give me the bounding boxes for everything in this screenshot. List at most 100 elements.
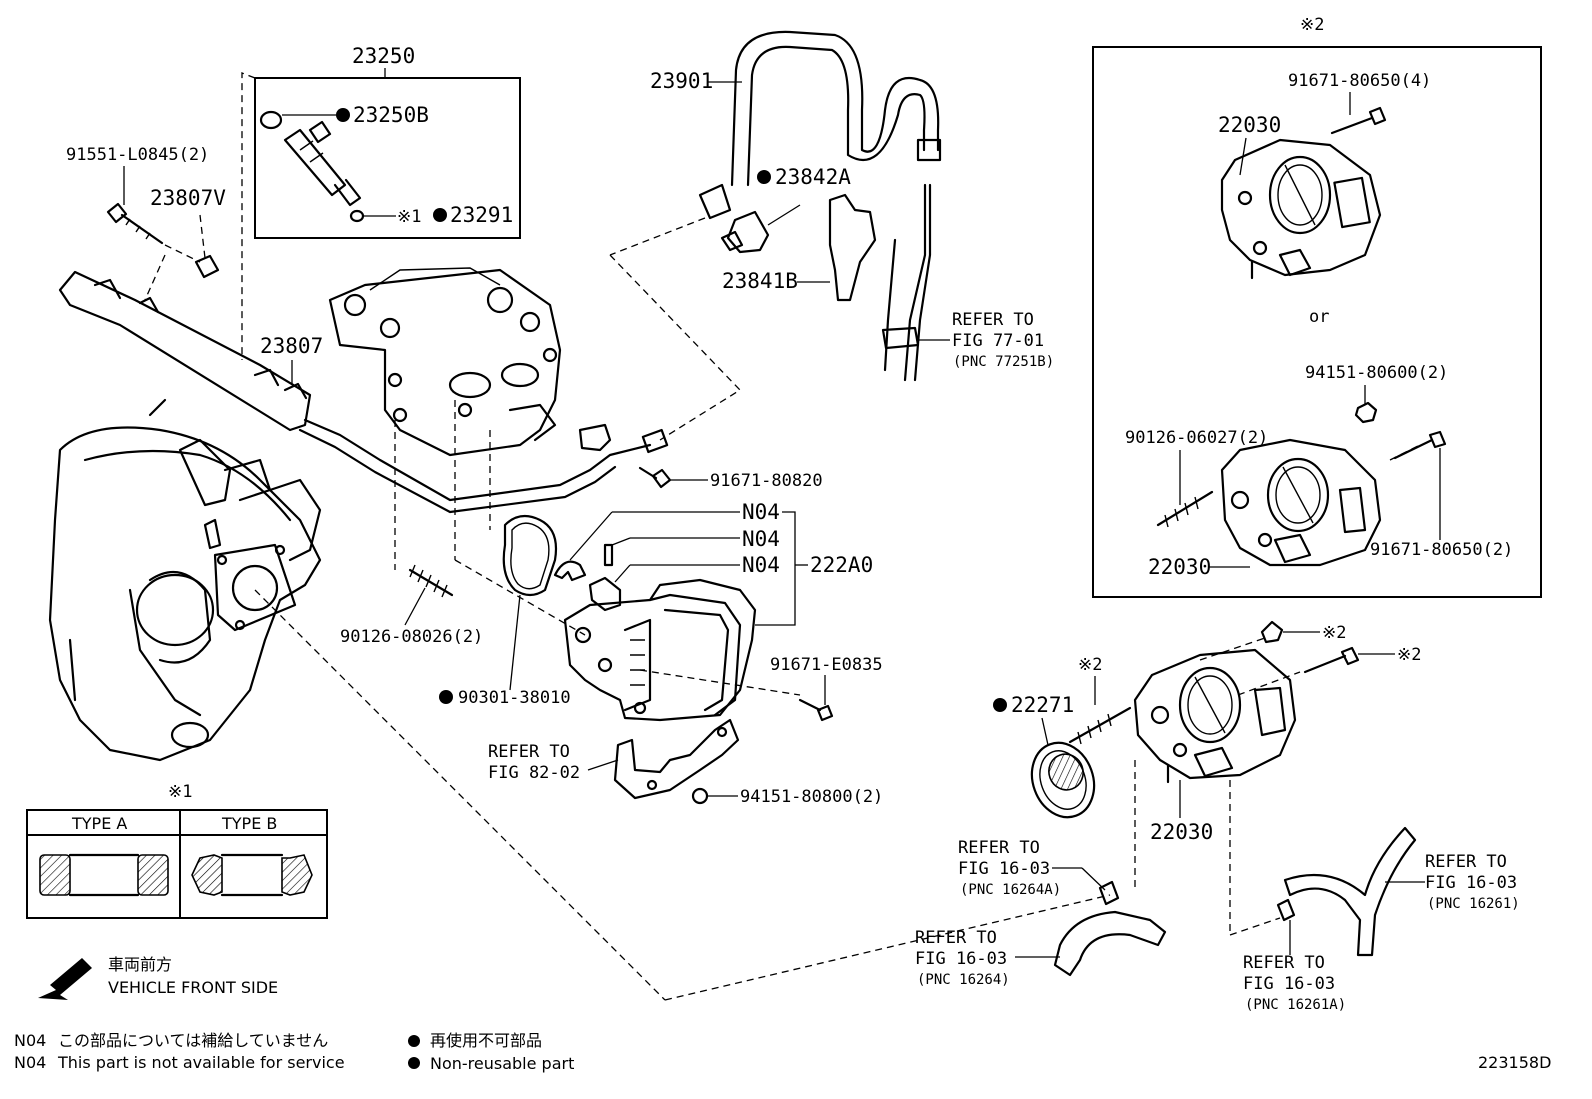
n04-code-en: N04 xyxy=(14,1053,46,1072)
refer-to-16261A-label: REFER TO xyxy=(1243,953,1325,973)
non-reusable-dot-icon xyxy=(757,170,771,184)
part-91671-E0835-label: 91671-E0835 xyxy=(770,655,883,675)
bolt-icon xyxy=(106,202,164,245)
fig-77-01-label: FIG 77-01 xyxy=(952,331,1044,351)
bolt-icon xyxy=(638,466,672,489)
seal-type-a-icon xyxy=(39,853,169,897)
main-throttle-body-group: ※2 ※2 ※2 22030 xyxy=(993,620,1421,936)
part-23807-label: 23807 xyxy=(260,334,323,358)
bracket-icon xyxy=(613,718,740,800)
fig-16-03-d-label: FIG 16-03 xyxy=(1243,974,1335,994)
throttle-body-main-icon xyxy=(1133,648,1297,784)
type-b-header: TYPE B xyxy=(221,814,277,833)
part-91671-80820-label: 91671-80820 xyxy=(710,471,823,491)
ref-mark-1-table: ※1 xyxy=(168,782,192,802)
non-reusable-dot-icon xyxy=(433,208,447,222)
non-reusable-dot-icon xyxy=(439,690,453,704)
refer-to-16264-label: REFER TO xyxy=(915,928,997,948)
fuel-hose-group: 23901 23842A 23841B REFER TO FIG 77-01 (… xyxy=(609,30,1054,441)
nut-icon xyxy=(1260,620,1284,644)
part-91671-80650-4-label: 91671-80650(4) xyxy=(1288,71,1431,91)
non-reusable-en-label: Non-reusable part xyxy=(430,1054,574,1073)
bolt-icon xyxy=(798,698,834,722)
hose-connector-icon xyxy=(916,138,942,162)
part-22030-main-label: 22030 xyxy=(1150,820,1213,844)
nut-icon xyxy=(691,787,709,805)
non-reusable-dot-icon xyxy=(993,698,1007,712)
figure-id-label: 223158D xyxy=(1478,1053,1551,1072)
n04-code-jp: N04 xyxy=(14,1031,46,1050)
part-90126-08026-label: 90126-08026(2) xyxy=(340,627,483,647)
vehicle-front-en-label: VEHICLE FRONT SIDE xyxy=(108,978,278,997)
fuel-delivery-pipe-icon xyxy=(58,270,669,514)
spacer-icon xyxy=(194,254,220,279)
part-23901-label: 23901 xyxy=(650,69,713,93)
part-23807V-label: 23807V xyxy=(150,186,226,210)
pnc-16264-label: (PNC 16264) xyxy=(917,972,1010,988)
refer-to-82-02-label: REFER TO xyxy=(488,742,570,762)
cylinder-head-icon xyxy=(328,267,612,457)
part-90301-label: 90301-38010 xyxy=(458,688,571,708)
fig-16-03-c-label: FIG 16-03 xyxy=(1425,873,1517,893)
type-a-header: TYPE A xyxy=(71,814,127,833)
throttle-variants-box-group: ※2 91671-80650(4) 22030 or 94151-80600(2… xyxy=(1092,15,1542,598)
water-hose-left-icon xyxy=(1053,880,1167,977)
n04-en-label: This part is not available for service xyxy=(57,1053,345,1072)
fig-16-03-a-label: FIG 16-03 xyxy=(958,859,1050,879)
intake-filter-gasket-icon xyxy=(1030,741,1096,819)
hose-damper-icon xyxy=(720,210,770,254)
pin-icon xyxy=(603,543,614,567)
part-22271-label: 22271 xyxy=(1011,693,1074,717)
stud-bolt-icon xyxy=(408,564,454,598)
injector-kit-box xyxy=(254,77,521,239)
pnc-16261-label: (PNC 16261) xyxy=(1427,896,1520,912)
part-23250-label: 23250 xyxy=(352,44,415,68)
clip-icon xyxy=(553,560,587,582)
non-reusable-dot-icon xyxy=(408,1035,420,1047)
seal-ring-icon xyxy=(349,209,365,223)
gasket-icon xyxy=(502,514,558,597)
part-90126-06027-label: 90126-06027(2) xyxy=(1125,428,1268,448)
part-23291-label: 23291 xyxy=(450,203,513,227)
vehicle-front-jp-label: 車両前方 xyxy=(108,955,172,974)
legend: 車両前方 VEHICLE FRONT SIDE N04 この部品については補給し… xyxy=(14,955,1551,1073)
water-hose-right-icon xyxy=(1276,826,1417,957)
throttle-body-variant-1-icon xyxy=(1220,138,1382,280)
variants-box xyxy=(1092,46,1542,598)
ref-mark-1-injector: ※1 xyxy=(397,207,421,227)
stud-bolt-icon xyxy=(1156,490,1214,528)
or-label: or xyxy=(1309,307,1329,327)
front-arrow-icon xyxy=(38,958,92,1000)
pnc-77251B-label: (PNC 77251B) xyxy=(953,354,1054,370)
throttle-body-variant-2-icon xyxy=(1220,438,1382,567)
fig-16-03-b-label: FIG 16-03 xyxy=(915,949,1007,969)
part-222A0-label: 222A0 xyxy=(810,553,873,577)
part-91671-80650-2-label: 91671-80650(2) xyxy=(1370,540,1513,560)
fig-82-02-label: FIG 82-02 xyxy=(488,763,580,783)
intake-manifold-icon xyxy=(48,398,322,762)
bolt-icon xyxy=(1393,430,1447,460)
seal-type-table: ※1 TYPE A TYPE B xyxy=(26,782,328,919)
part-23841B-label: 23841B xyxy=(722,269,798,293)
o-ring-icon xyxy=(259,110,283,130)
quick-connector-icon xyxy=(698,183,732,220)
hose-clamp-icon xyxy=(828,193,877,302)
part-22030-a-label: 22030 xyxy=(1218,113,1281,137)
part-23250B-label: 23250B xyxy=(353,103,429,127)
ref-mark-2-stud: ※2 xyxy=(1078,655,1102,675)
fuel-hose-icon xyxy=(730,30,940,187)
vacuum-hose-icon xyxy=(883,238,897,372)
fuel-injector-icon xyxy=(283,120,362,207)
nut-icon xyxy=(1354,401,1378,424)
part-22030-b-label: 22030 xyxy=(1148,555,1211,579)
n04-label-3: N04 xyxy=(742,553,780,577)
part-91551-label: 91551-L0845(2) xyxy=(66,145,209,165)
refer-to-77-01-label: REFER TO xyxy=(952,310,1034,330)
bolt-icon xyxy=(1330,106,1387,135)
pnc-16264A-label: (PNC 16264A) xyxy=(960,882,1061,898)
ref-mark-2-box: ※2 xyxy=(1300,15,1324,35)
non-reusable-jp-label: 再使用不可部品 xyxy=(430,1031,542,1050)
part-23842A-label: 23842A xyxy=(775,165,851,189)
n04-jp-label: この部品については補給していません xyxy=(58,1031,328,1050)
